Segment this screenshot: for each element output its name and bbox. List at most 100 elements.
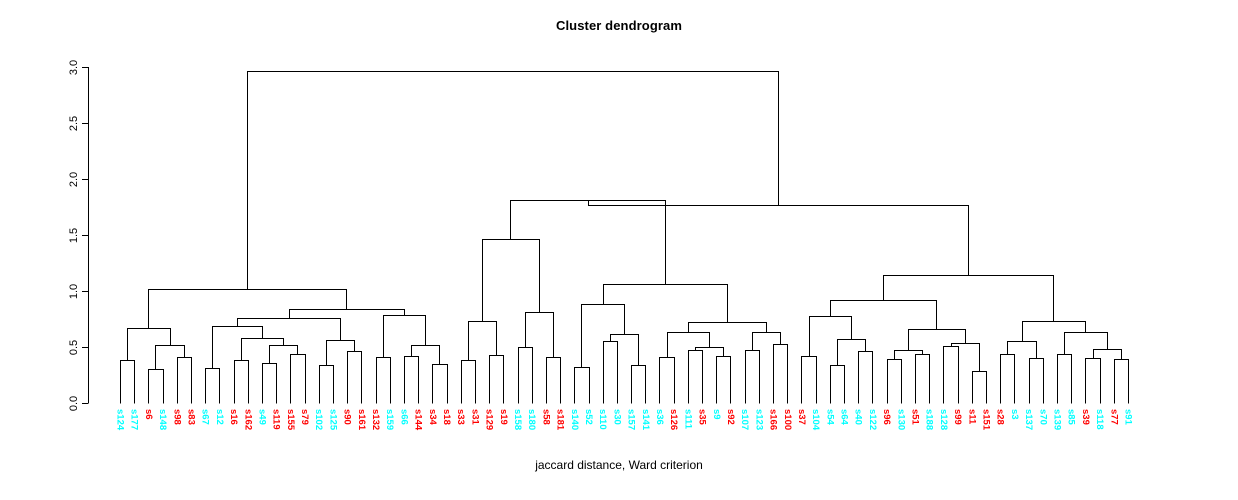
leaf-label: s39	[1080, 409, 1091, 425]
leaf-label: s64	[839, 409, 850, 426]
leaf-label: s162	[242, 409, 253, 430]
dendrogram-link	[908, 329, 966, 351]
leaf-label: s36	[654, 409, 665, 425]
leaf-label: s12	[214, 409, 225, 425]
dendrogram-link	[404, 356, 419, 404]
leaf-label: s132	[370, 409, 381, 430]
dendrogram-link	[830, 300, 937, 330]
leaf-label: s119	[271, 409, 282, 430]
leaf-label: s130	[895, 409, 906, 430]
dendrogram-link	[1085, 358, 1101, 404]
leaf-label: s157	[626, 409, 637, 430]
dendrogram-link	[482, 239, 540, 322]
dendrogram-link	[716, 356, 731, 404]
leaf-label: s99	[952, 409, 963, 425]
leaf-label: s85	[1066, 409, 1077, 426]
leaf-label: s16	[228, 409, 239, 425]
leaf-label: s104	[810, 409, 821, 431]
dendrogram-link	[148, 369, 164, 404]
leaf-label: s70	[1037, 409, 1048, 425]
leaf-label: s19	[498, 409, 509, 425]
leaf-label: s6	[143, 409, 154, 420]
y-tick-label: 0.5	[68, 340, 80, 355]
leaf-label: s110	[597, 409, 608, 430]
leaf-label: s35	[697, 409, 708, 426]
y-tick-label: 0.0	[68, 396, 80, 411]
dendrogram-link	[411, 345, 440, 365]
leaf-label: s123	[753, 409, 764, 430]
dendrogram-link	[241, 338, 284, 361]
leaf-label: s3	[1009, 409, 1020, 420]
dendrogram-link	[237, 318, 341, 341]
dendrogram-link	[1029, 358, 1044, 404]
dendrogram-link	[247, 71, 779, 290]
dendrogram-link	[610, 334, 639, 366]
dendrogram-link	[120, 360, 135, 404]
page-title: Cluster dendrogram	[555, 18, 683, 33]
dendrogram-link	[432, 364, 448, 404]
dendrogram-link	[461, 360, 476, 404]
dendrogram-link	[326, 340, 355, 366]
leaf-label: s100	[782, 409, 793, 430]
dendrogram-link	[525, 312, 554, 358]
leaf-label: s102	[313, 409, 324, 430]
leaf-label: s91	[1122, 409, 1133, 426]
dendrogram-link	[1064, 332, 1108, 355]
leaf-label: s155	[285, 409, 296, 431]
dendrogram-link	[887, 359, 902, 404]
dendrogram-link	[688, 350, 703, 404]
leaf-label: s161	[356, 409, 367, 431]
dendrogram-link	[837, 339, 866, 366]
leaf-label: s118	[1094, 409, 1105, 430]
y-tick-label: 2.5	[68, 116, 80, 131]
dendrogram-link	[972, 371, 987, 404]
leaf-label: s177	[129, 409, 140, 430]
leaf-label: s31	[469, 409, 480, 426]
dendrogram-link	[319, 365, 334, 404]
dendrogram-link	[574, 367, 590, 404]
dendrogram-link	[915, 354, 930, 404]
dendrogram-link	[695, 347, 724, 357]
dendrogram-link	[127, 328, 171, 361]
dendrogram-link	[603, 284, 728, 323]
leaf-label: s107	[739, 409, 750, 430]
dendrogram-link	[801, 356, 817, 404]
dendrogram-link	[752, 332, 781, 351]
dendrogram-link	[1022, 321, 1086, 342]
dendrogram-link	[468, 321, 497, 361]
y-tick-label: 3.0	[68, 60, 80, 75]
leaf-label: s166	[768, 409, 779, 430]
x-axis-label: jaccard distance, Ward criterion	[535, 458, 703, 472]
dendrogram-link	[688, 322, 767, 333]
dendrogram-link	[546, 357, 561, 404]
dendrogram-link	[383, 315, 426, 358]
dendrogram-link	[205, 368, 220, 404]
dendrogram-link	[1000, 354, 1015, 404]
dendrogram-link	[262, 363, 277, 404]
y-tick-label: 1.5	[68, 228, 80, 243]
leaf-label: s180	[526, 409, 537, 430]
leaf-label: s129	[484, 409, 495, 430]
leaf-label: s11	[966, 409, 977, 425]
dendrogram-link	[830, 365, 845, 404]
leaf-label: s158	[512, 409, 523, 430]
y-axis: 0.00.51.01.52.02.53.0	[68, 60, 89, 411]
dendrogram-link	[212, 326, 263, 369]
leaf-label: s33	[455, 409, 466, 425]
leaf-label: s30	[611, 409, 622, 425]
leaf-label: s54	[824, 409, 835, 426]
leaf-label: s126	[668, 409, 679, 430]
leaf-label: s90	[342, 409, 353, 425]
leaf-label: s140	[569, 409, 580, 430]
dendrogram-link	[631, 365, 646, 404]
dendrogram-link	[376, 357, 391, 404]
leaf-label: s40	[853, 409, 864, 425]
dendrogram-link	[1007, 341, 1037, 359]
dendrogram-link	[510, 200, 666, 285]
leaf-label: s18	[441, 409, 452, 425]
dendrogram-link	[773, 344, 788, 404]
dendrogram-link	[290, 354, 306, 404]
leaf-label: s144	[413, 409, 424, 431]
leaf-label: s77	[1108, 409, 1119, 425]
